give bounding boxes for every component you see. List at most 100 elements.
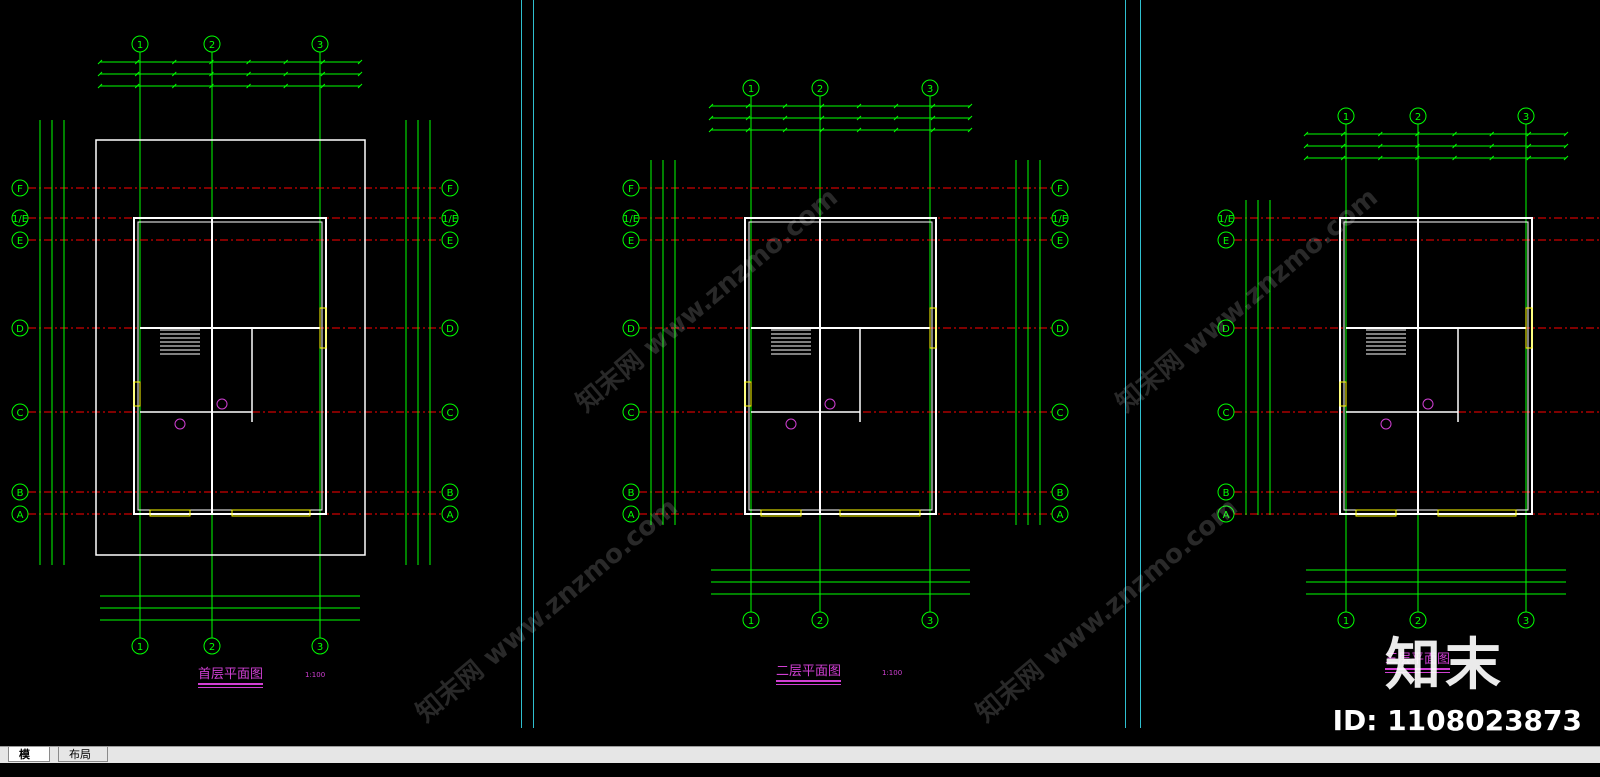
exterior-wall-inner: [137, 221, 323, 511]
axis-bubble-row-label: E: [17, 236, 23, 247]
dimension-tick: [171, 83, 177, 89]
dimension-tick: [246, 71, 251, 77]
axis-bubble-row: [1051, 209, 1069, 227]
dimension-tick: [745, 127, 751, 133]
dimension-tick: [930, 103, 936, 109]
axis-bubble-row-label: E: [1057, 236, 1063, 247]
axis-bubble-row: [441, 179, 459, 197]
axis-bubble-col: [1409, 611, 1427, 629]
dimension-tick: [1377, 143, 1383, 149]
axis-bubble-col: [921, 611, 939, 629]
dimension-tick: [782, 115, 788, 121]
axis-bubble-col-label: 1: [137, 40, 143, 51]
axis-bubble-row-label: D: [1222, 324, 1230, 335]
axis-bubble-row-label: 1/E: [623, 214, 639, 225]
dimension-tick: [1303, 131, 1309, 137]
axis-bubble-row-label: E: [628, 236, 634, 247]
axis-bubble-row-label: A: [1057, 510, 1064, 521]
axis-bubble-row-label: E: [1223, 236, 1229, 247]
axis-bubble-col: [1517, 107, 1535, 125]
axis-bubble-col-label: 1: [748, 84, 754, 95]
plan-scale-second-floor: 1:100: [882, 669, 903, 677]
axis-bubble-col: [742, 611, 760, 629]
axis-bubble-row: [622, 483, 640, 501]
axis-bubble-col-label: 2: [209, 40, 215, 51]
axis-bubble-col-label: 3: [927, 84, 933, 95]
axis-bubble-col-label: 3: [927, 616, 933, 627]
dimension-tick: [1563, 131, 1569, 137]
dimension-tick: [819, 115, 825, 121]
axis-bubble-row: [11, 179, 29, 197]
dimension-tick: [209, 59, 214, 65]
tab-model[interactable]: 模型: [8, 747, 50, 776]
axis-bubble-col-label: 1: [137, 642, 143, 653]
axis-bubble-col-label: 3: [1523, 112, 1529, 123]
watermark-logo: 知末: [1385, 633, 1505, 698]
axis-bubble-row: [622, 403, 640, 421]
axis-bubble-row-label: F: [447, 184, 453, 195]
axis-bubble-row: [441, 319, 459, 337]
window: [760, 509, 802, 517]
exterior-wall: [133, 217, 327, 515]
fixture-mark: [1422, 398, 1434, 410]
dimension-tick: [1377, 155, 1383, 161]
dimension-tick: [930, 115, 936, 121]
dimension-tick: [819, 127, 825, 133]
dimension-tick: [209, 83, 214, 89]
dimension-tick: [357, 83, 363, 89]
dimension-tick: [283, 71, 289, 77]
axis-bubble-col: [1409, 107, 1427, 125]
plan-title-third-floor: 三层平面图: [1385, 648, 1451, 673]
dimension-tick: [1489, 131, 1495, 137]
axis-bubble-row: [1051, 319, 1069, 337]
dimension-tick: [893, 103, 899, 109]
axis-bubble-row: [1217, 209, 1235, 227]
axis-bubble-col-label: 2: [817, 616, 823, 627]
window: [1339, 381, 1347, 407]
dimension-tick: [246, 59, 251, 65]
dimension-tick: [930, 127, 936, 133]
axis-bubble-row-label: B: [447, 488, 454, 499]
dimension-tick: [283, 59, 289, 65]
axis-bubble-row: [1051, 179, 1069, 197]
axis-bubble-col: [131, 35, 149, 53]
dimension-tick: [320, 59, 326, 65]
dimension-tick: [357, 71, 363, 77]
axis-bubble-row-label: F: [628, 184, 634, 195]
axis-bubble-row: [11, 231, 29, 249]
dimension-tick: [97, 71, 103, 77]
dimension-tick: [320, 83, 326, 89]
axis-bubble-col: [1517, 611, 1535, 629]
axis-bubble-row-label: 1/E: [442, 214, 458, 225]
exterior-wall-inner: [748, 221, 933, 511]
axis-bubble-row: [11, 483, 29, 501]
dimension-tick: [320, 71, 326, 77]
dimension-tick: [893, 115, 899, 121]
window: [744, 381, 752, 407]
dimension-tick: [1452, 143, 1457, 149]
dimension-tick: [745, 103, 751, 109]
dimension-tick: [1526, 131, 1532, 137]
axis-bubble-row-label: B: [628, 488, 635, 499]
dimension-tick: [708, 127, 714, 133]
axis-bubble-col: [1337, 611, 1355, 629]
tab-layout-1[interactable]: 布局1: [58, 747, 108, 776]
dimension-tick: [97, 83, 103, 89]
dimension-tick: [283, 83, 289, 89]
axis-bubble-col: [742, 79, 760, 97]
dimension-tick: [1340, 155, 1346, 161]
window: [319, 307, 327, 349]
axis-bubble-row: [1217, 483, 1235, 501]
axis-bubble-row-label: D: [16, 324, 24, 335]
axis-bubble-col-label: 1: [1343, 112, 1349, 123]
axis-bubble-row-label: C: [628, 408, 635, 419]
axis-bubble-col-label: 1: [748, 616, 754, 627]
window: [929, 307, 937, 349]
window: [1437, 509, 1517, 517]
axis-bubble-row: [622, 179, 640, 197]
axis-bubble-col-label: 2: [1415, 616, 1421, 627]
axis-bubble-row-label: C: [1057, 408, 1064, 419]
axis-bubble-row: [11, 319, 29, 337]
axis-bubble-col: [311, 637, 329, 655]
